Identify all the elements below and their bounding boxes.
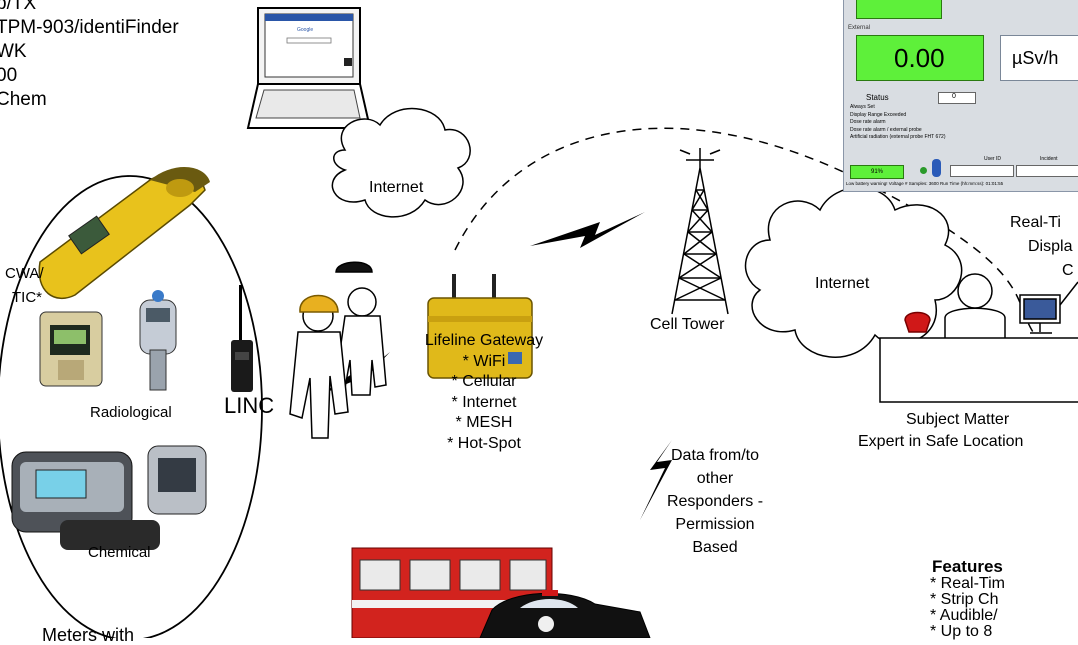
top-list-item: b/TX [0, 0, 37, 14]
data-note-line: Based [692, 539, 738, 556]
linc-radio-icon [231, 285, 253, 392]
incident-field[interactable] [1016, 165, 1078, 177]
gateway-item: * Cellular [451, 373, 517, 390]
top-device-list: b/TX TPM-903/identiFinder WK 00 Chem [0, 0, 179, 112]
data-note-line: other [696, 470, 734, 487]
realtime-display-label: Real-Ti Displa C [1010, 211, 1074, 283]
features-title: Features [932, 557, 1003, 576]
cloud-left [331, 108, 471, 218]
probe-icon [932, 159, 941, 177]
cell-tower-icon [671, 148, 729, 315]
status-item: Dose rate alarm / external probe [850, 126, 922, 133]
feature-item: * Up to 8 [930, 623, 993, 640]
feature-item: * Strip Ch [930, 591, 999, 608]
top-list-item: 00 [0, 65, 18, 86]
realtime-label-line: Displa [1028, 238, 1073, 255]
cwa-detector-image [38, 167, 210, 300]
tic-label: TIC* [12, 289, 42, 306]
status-value: 0 [952, 93, 956, 100]
meters-ellipse [0, 175, 263, 638]
user-id-field[interactable] [950, 165, 1014, 177]
cwa-label: CWA/ [5, 265, 44, 282]
sme-label-line: Subject Matter [906, 411, 1010, 428]
status-item: Artificial radiation (external probe FHT… [850, 134, 946, 140]
cell-tower-label: Cell Tower [650, 316, 725, 333]
dose-reading: 0.00 [894, 43, 945, 73]
feature-item: * Real-Tim [930, 575, 1005, 592]
status-item: Dose rate alarm [850, 119, 886, 125]
gateway-item: * Internet [451, 393, 517, 411]
responders-icon [289, 261, 387, 439]
user-id-label: User ID [984, 156, 1001, 162]
top-list-item: Chem [0, 89, 47, 110]
gateway-item: * WiFi [462, 352, 506, 370]
status-item: Always Set [850, 104, 875, 110]
internet-label-right: Internet [815, 275, 870, 292]
laptop-icon [246, 7, 372, 129]
chemical-device-image [11, 445, 207, 550]
gateway-item: * MESH [455, 414, 513, 431]
bolt-gateway-tower [530, 212, 645, 248]
realtime-label-line: Real-Ti [1010, 214, 1061, 231]
sme-label-line: Expert in Safe Location [858, 433, 1024, 450]
police-car-image [479, 590, 651, 638]
sme-label: Subject Matter Expert in Safe Location [858, 409, 1078, 453]
top-list-item: TPM-903/identiFinder [0, 17, 179, 38]
meters-label: Meters with [42, 625, 135, 645]
top-list-item: WK [0, 41, 27, 62]
dashed-link [454, 127, 1036, 336]
radiological-label: Radiological [90, 404, 172, 421]
status-led-icon [920, 167, 927, 174]
data-note-line: Responders - [666, 493, 764, 510]
cloud-right [744, 186, 963, 358]
radiological-device-image [39, 290, 177, 391]
data-note-line: Data from/to [670, 447, 760, 464]
linc-label: LINC [224, 393, 275, 418]
features-list: Features * Real-Tim * Strip Ch * Audible… [930, 558, 1005, 640]
battery-indicator: 91% [850, 165, 904, 179]
laptop-screen-text: Google [297, 27, 314, 33]
gateway-features: Lifeline Gateway * WiFi * Cellular * Int… [410, 331, 558, 454]
dose-unit: µSv/h [1012, 48, 1059, 68]
external-label: External [848, 25, 871, 31]
gateway-item: * Hot-Spot [447, 434, 521, 452]
sme-desk-icon [879, 273, 1078, 403]
data-note-line: Permission [675, 516, 755, 533]
fire-truck-image [351, 547, 553, 638]
chemical-label: Chemical [88, 544, 151, 561]
status-item: Display Range Exceeded [850, 111, 907, 118]
status-footer: Low battery warning! Voltage # Samples: … [846, 181, 1004, 186]
internet-label-left: Internet [369, 179, 424, 196]
status-label: Status [866, 93, 889, 102]
realtime-display-screen: External 0.00 µSv/h Status 0 Always Set … [843, 0, 1078, 192]
gateway-case-image [427, 274, 533, 379]
data-note: Data from/to other Responders - Permissi… [660, 444, 770, 559]
feature-item: * Audible/ [930, 607, 998, 624]
realtime-label-line: C [1062, 262, 1074, 279]
incident-label: Incident [1040, 156, 1058, 162]
gateway-title: Lifeline Gateway [424, 332, 544, 349]
